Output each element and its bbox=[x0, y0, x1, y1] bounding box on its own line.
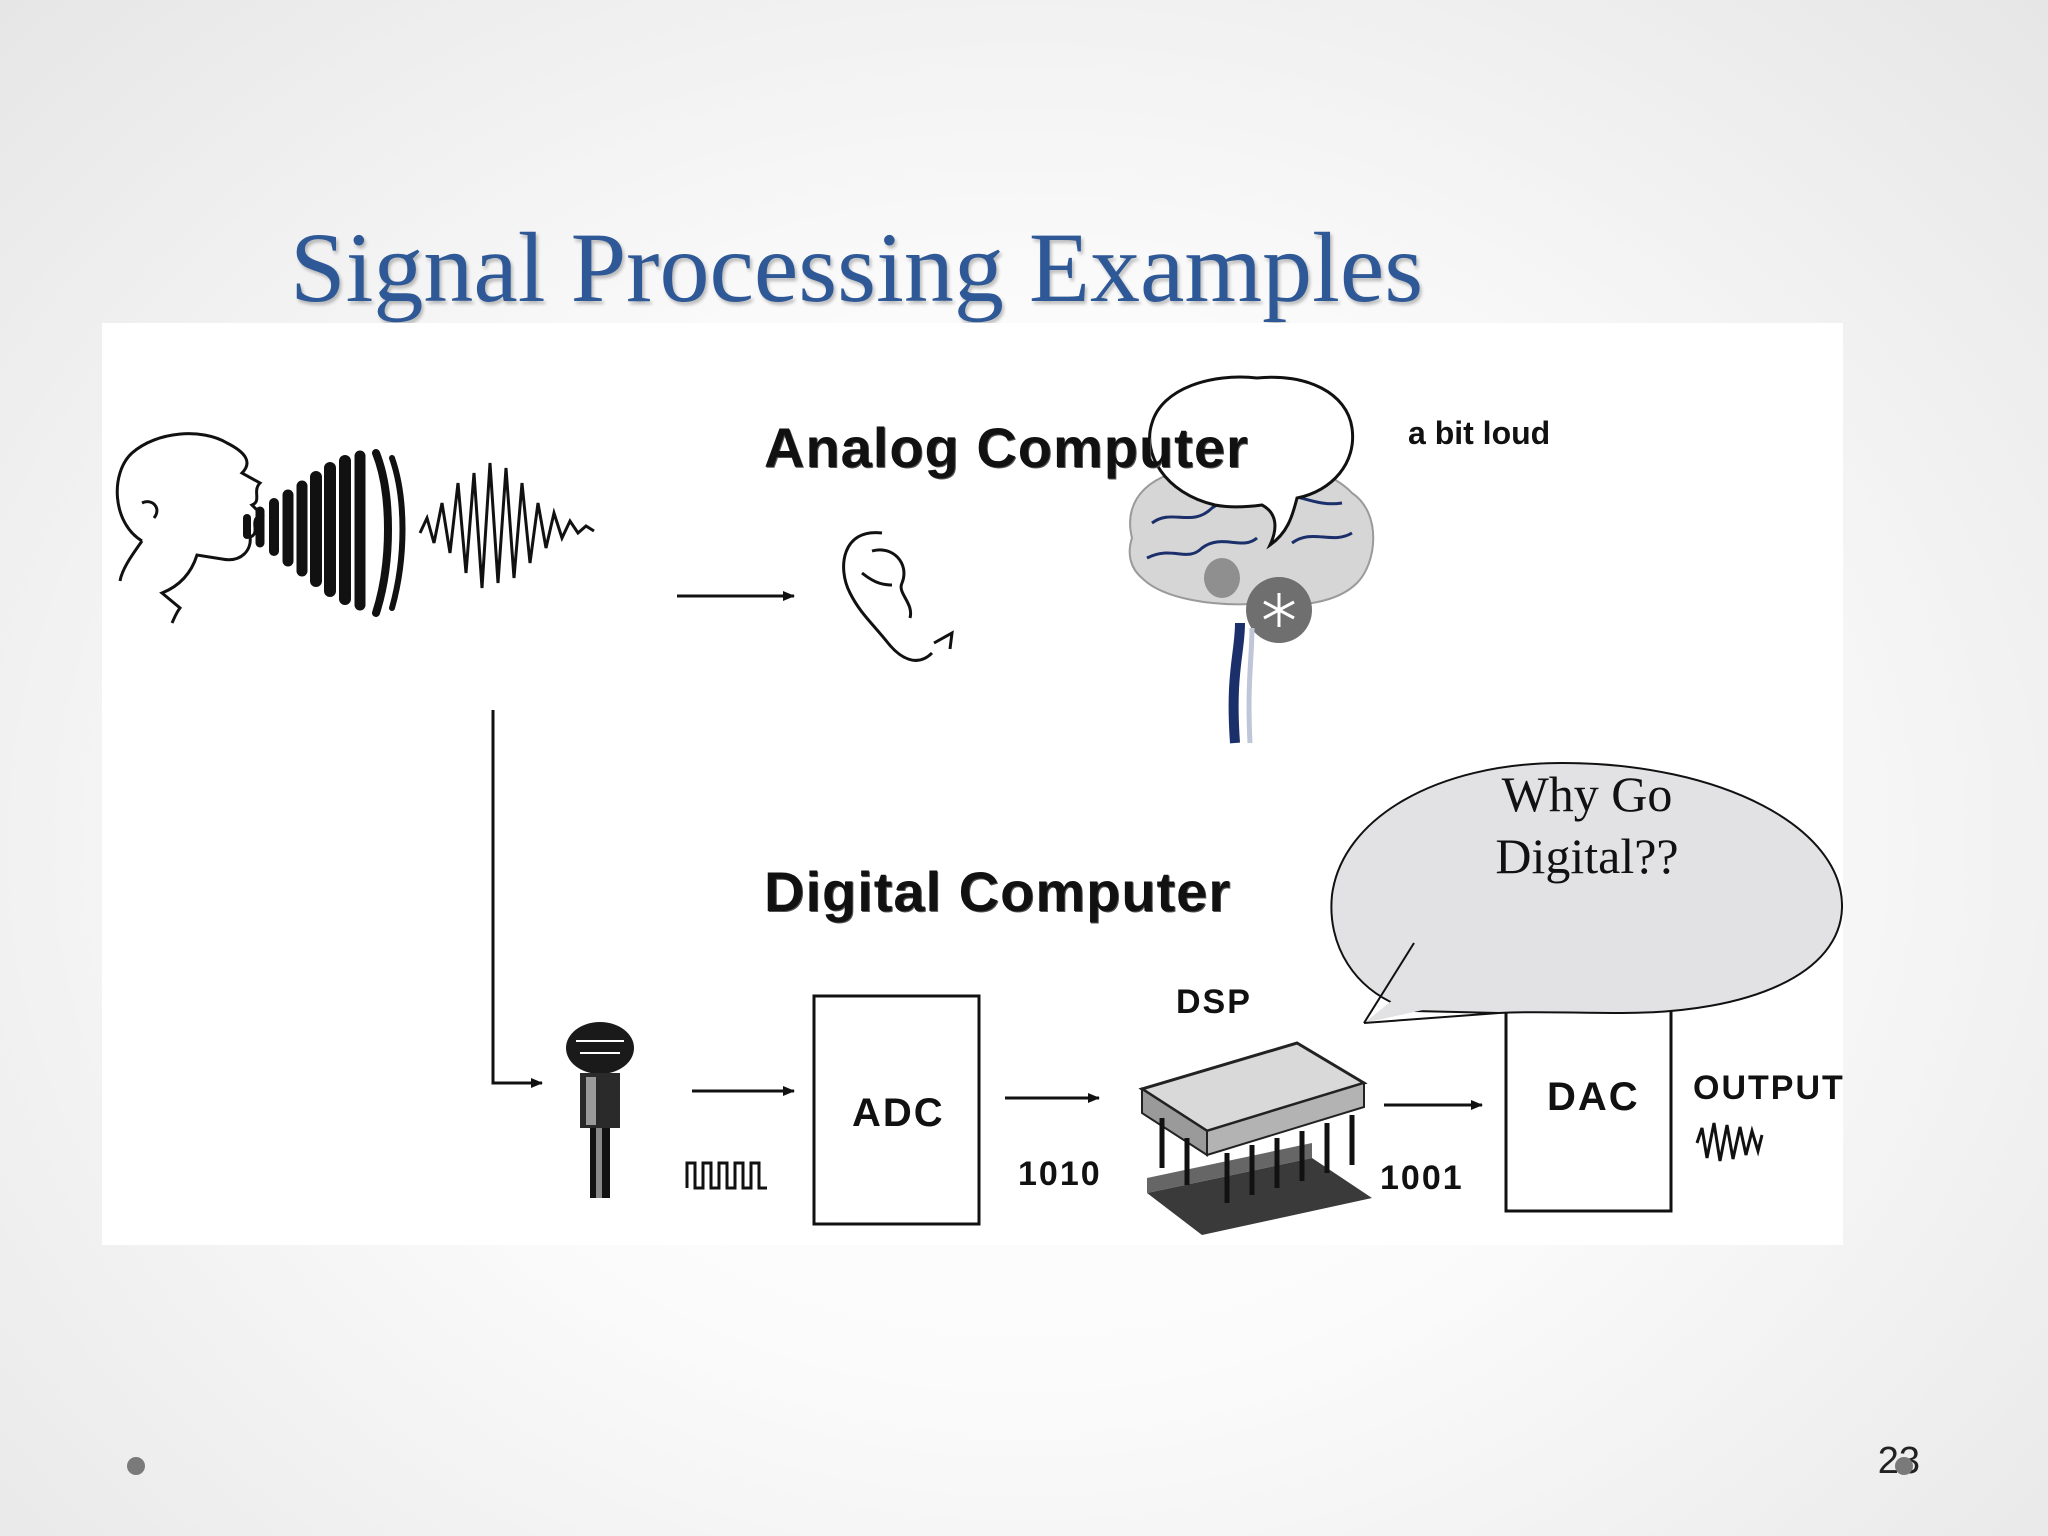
thought-text: a bit loud bbox=[1408, 415, 1551, 451]
output-label: OUTPUT bbox=[1693, 1069, 1845, 1107]
bits-out-label: 1001 bbox=[1380, 1159, 1464, 1197]
slide-title: Signal Processing Examples bbox=[290, 212, 1424, 323]
adc-label: ADC bbox=[852, 1091, 945, 1135]
speech-bubble-text: Why Go Digital?? bbox=[1495, 766, 1679, 884]
sampled-signal bbox=[685, 1161, 767, 1190]
dsp-label: DSP bbox=[1176, 983, 1252, 1021]
dac-box bbox=[1504, 981, 1673, 1213]
dac-label: DAC bbox=[1547, 1075, 1640, 1119]
bits-in-label: 1010 bbox=[1018, 1155, 1102, 1193]
chip-icon bbox=[1138, 1041, 1372, 1235]
waveform-icon bbox=[418, 462, 595, 589]
diagram-panel: Analog Computer a bit loud Digital Compu… bbox=[102, 323, 1843, 1245]
ear-icon bbox=[842, 531, 954, 662]
diagram-graphics bbox=[115, 375, 1843, 1235]
digital-computer-heading: Digital Computer bbox=[764, 860, 1232, 923]
talking-head-icon bbox=[115, 432, 265, 624]
left-bullet-dot bbox=[127, 1457, 145, 1475]
analog-computer-heading: Analog Computer bbox=[764, 416, 1249, 479]
output-signal bbox=[1695, 1122, 1764, 1162]
speech-bubble bbox=[1330, 761, 1843, 1015]
sound-wave-icon bbox=[243, 449, 406, 617]
microphone-icon bbox=[566, 1022, 634, 1198]
adc-box bbox=[812, 994, 981, 1226]
thought-bubble bbox=[1148, 375, 1355, 550]
right-bullet-dot bbox=[1895, 1457, 1913, 1475]
